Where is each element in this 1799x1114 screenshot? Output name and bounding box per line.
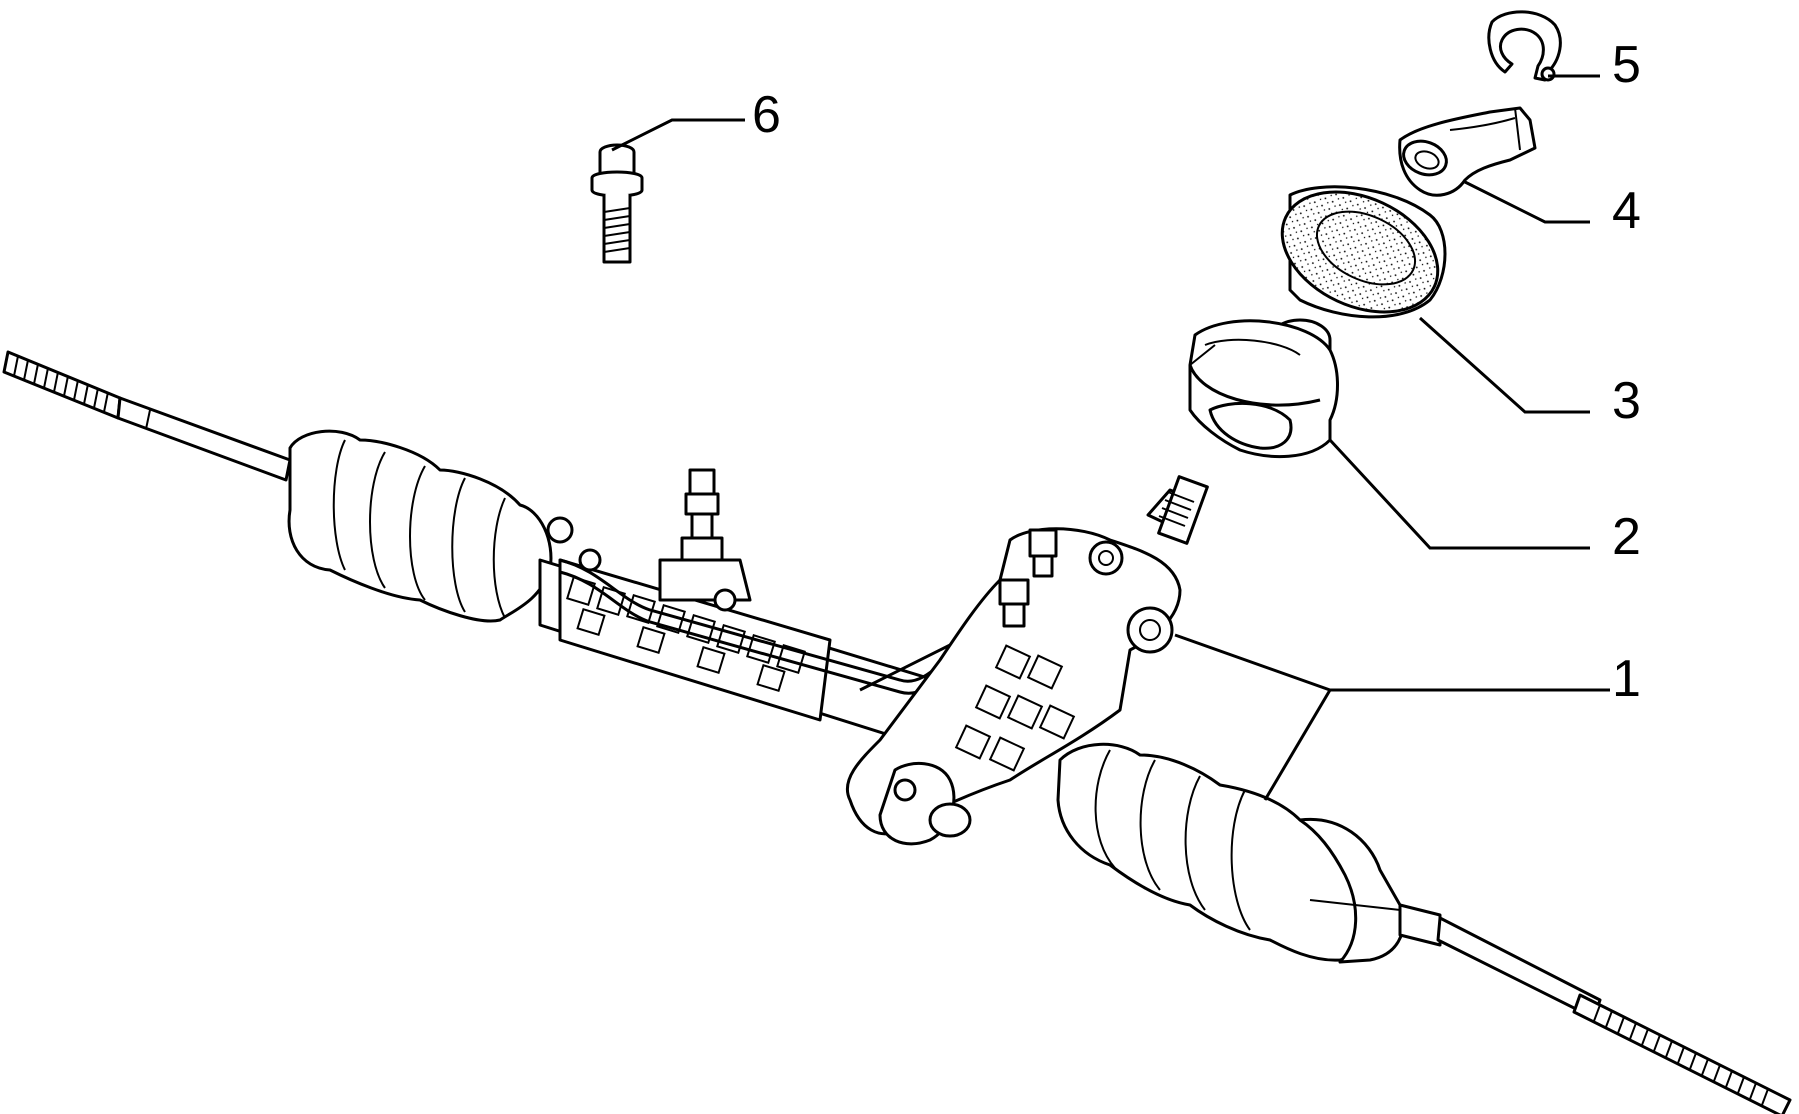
circlip: [1487, 10, 1562, 82]
upper-fitting: [546, 468, 752, 612]
leader-3: [1418, 316, 1590, 414]
rubber-bushing: [1280, 185, 1447, 319]
callout-4: 4: [1612, 182, 1641, 240]
mounting-bracket: [1188, 318, 1339, 459]
bolt: [590, 143, 644, 264]
leader-2: [1328, 438, 1590, 550]
callout-1: 1: [1612, 650, 1641, 708]
left-bellows-boot: [287, 429, 553, 623]
valve-housing: [845, 475, 1209, 846]
callout-3: 3: [1612, 372, 1641, 430]
right-tie-rod: [1436, 916, 1792, 1114]
right-bellows-boot: [1056, 742, 1442, 964]
leader-lines: [611, 74, 1610, 801]
leader-1: [1174, 633, 1610, 692]
leader-4: [1464, 180, 1590, 224]
callout-labels: 1 2 3 4 5 6: [752, 36, 1641, 708]
leader-1b: [1263, 689, 1332, 801]
clamp: [1398, 106, 1537, 197]
callout-6: 6: [752, 86, 781, 144]
leader-6: [611, 118, 745, 152]
callout-2: 2: [1612, 508, 1641, 566]
callout-5: 5: [1612, 36, 1641, 94]
left-tie-rod: [2, 350, 292, 482]
steering-rack-assembly: [2, 350, 1792, 1114]
